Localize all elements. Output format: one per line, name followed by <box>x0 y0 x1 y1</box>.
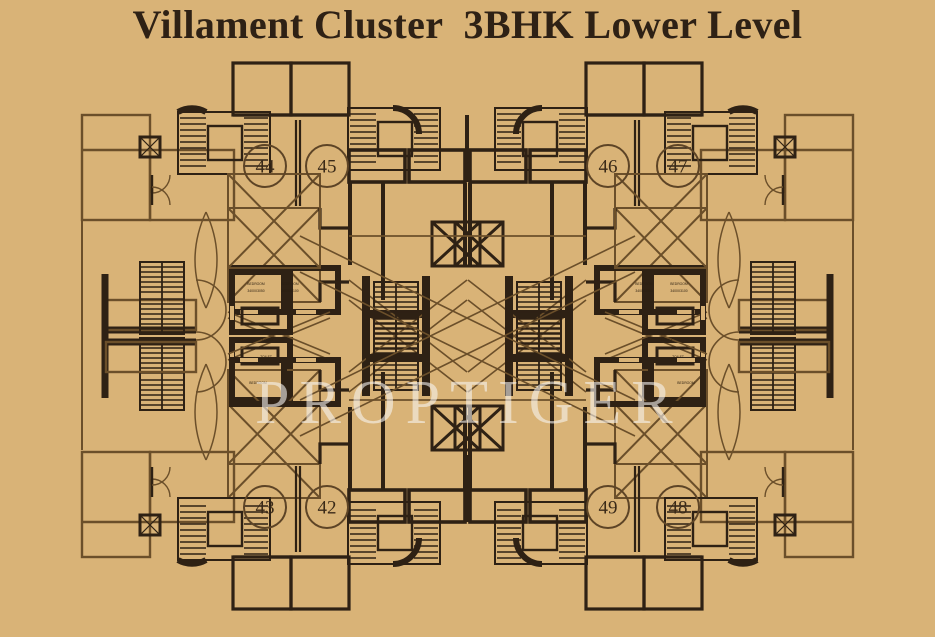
quadrant-bottom-right <box>430 173 855 611</box>
unit-number-label: 49 <box>599 498 618 519</box>
unit-marker-49[interactable]: 49 <box>586 485 630 529</box>
room-name: LOBBY <box>661 338 673 342</box>
central-spine <box>299 115 636 522</box>
room-name: TOILET <box>672 355 684 359</box>
room-labels: BEDROOM 3400X3050 BEDROOM 3400X3100 LOBB… <box>247 282 695 385</box>
page-title: Villament Cluster 3BHK Lower Level <box>132 1 803 47</box>
unit-marker-47[interactable]: 47 <box>656 144 700 188</box>
room-size: 3400X3050 <box>247 289 264 293</box>
unit-marker-43[interactable]: 43 <box>243 485 287 529</box>
unit-number-label: 44 <box>256 157 276 178</box>
room-size: 3400X3100 <box>670 289 687 293</box>
room-name: BEDROOM <box>249 381 267 385</box>
room-name: BEDROOM <box>635 282 653 286</box>
room-name: LOBBY <box>262 338 274 342</box>
room-size: 3400X3050 <box>635 289 652 293</box>
unit-marker-44[interactable]: 44 <box>243 144 287 188</box>
unit-number-label: 47 <box>669 157 688 178</box>
unit-number-label: 45 <box>318 157 337 178</box>
room-name: TOILET <box>260 355 272 359</box>
room-name: BEDROOM <box>677 381 695 385</box>
unit-number-label: 48 <box>669 498 688 519</box>
unit-marker-46[interactable]: 46 <box>586 144 630 188</box>
unit-number-label: 46 <box>599 157 618 178</box>
unit-number-markers: 44 45 46 47 43 42 <box>243 144 700 529</box>
quadrant-bottom-left <box>80 173 505 611</box>
room-size: 3400X3100 <box>281 289 298 293</box>
unit-marker-45[interactable]: 45 <box>305 144 349 188</box>
unit-marker-42[interactable]: 42 <box>305 485 349 529</box>
room-name: BEDROOM <box>670 282 688 286</box>
unit-number-label: 42 <box>318 498 337 519</box>
room-name: BEDROOM <box>247 282 265 286</box>
unit-number-label: 43 <box>256 498 275 519</box>
building-outline <box>81 220 854 450</box>
unit-marker-48[interactable]: 48 <box>656 485 700 529</box>
room-name: BEDROOM <box>281 282 299 286</box>
